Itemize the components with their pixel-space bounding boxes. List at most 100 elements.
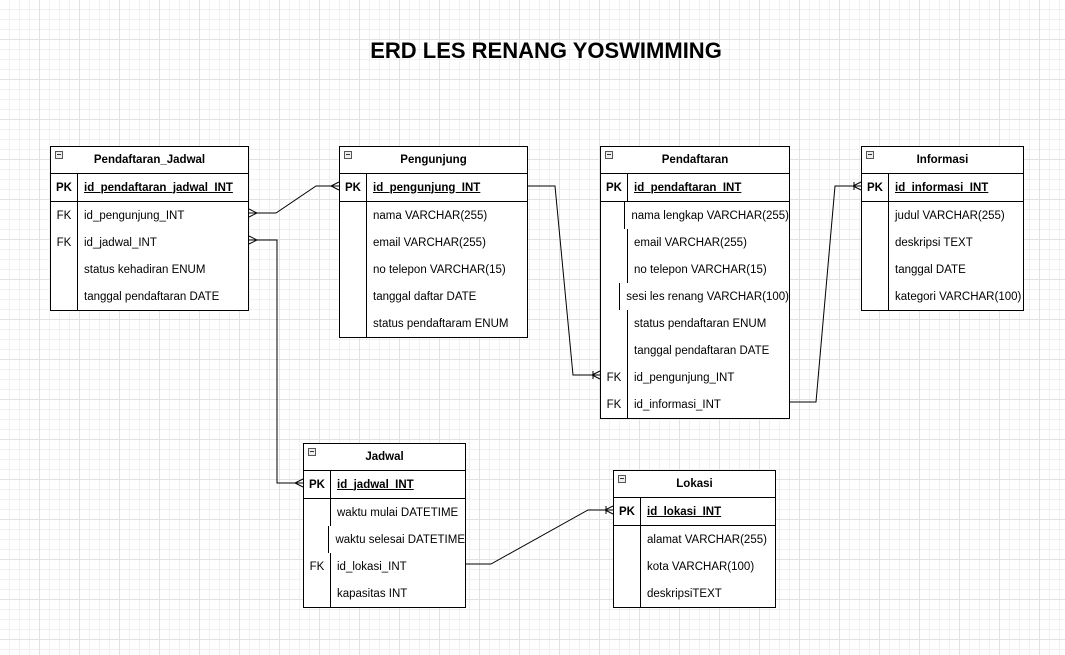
collapse-icon[interactable] xyxy=(605,151,613,159)
attribute-row[interactable]: waktu selesai DATETIME xyxy=(304,526,465,553)
attribute-row[interactable]: kota VARCHAR(100) xyxy=(614,553,775,580)
attribute-text: alamat VARCHAR(255) xyxy=(647,533,767,546)
relationship-pendaftaran-informasi[interactable] xyxy=(790,181,862,403)
entity-pendaftaran-jadwal[interactable]: Pendaftaran_Jadwal PK id_pendaftaran_jadw… xyxy=(50,146,249,311)
attribute-text: id_jadwal_INT xyxy=(337,478,414,491)
entity-informasi[interactable]: Informasi PK id_informasi_INT judul VARCH… xyxy=(861,146,1024,311)
attribute-row[interactable]: PK id_informasi_INT xyxy=(862,174,1023,202)
attribute-row[interactable]: email VARCHAR(255) xyxy=(340,229,527,256)
key-label xyxy=(601,283,621,310)
attribute-row[interactable]: FK id_pengunjung_INT xyxy=(601,364,789,391)
attribute-text: waktu selesai DATETIME xyxy=(335,533,465,546)
collapse-icon[interactable] xyxy=(866,151,874,159)
attribute-text: id_lokasi_INT xyxy=(647,505,722,518)
collapse-icon[interactable] xyxy=(308,448,316,456)
attribute-row[interactable]: nama lengkap VARCHAR(255) xyxy=(601,202,789,229)
key-label xyxy=(51,283,78,310)
attribute-text: id_pendaftaran_jadwal_INT xyxy=(84,181,233,194)
key-label xyxy=(601,229,628,256)
attribute-text: nama VARCHAR(255) xyxy=(373,209,488,222)
key-label: PK xyxy=(51,174,78,201)
collapse-icon[interactable] xyxy=(344,151,352,159)
entity-header[interactable]: Jadwal xyxy=(304,444,465,471)
relationship-pendaftaran-jadwal-jadwal[interactable] xyxy=(248,235,304,488)
key-label xyxy=(601,202,626,229)
entity-header[interactable]: Pendaftaran xyxy=(601,147,789,174)
attribute-text: deskripsi TEXT xyxy=(895,236,973,249)
attribute-row[interactable]: sesi les renang VARCHAR(100) xyxy=(601,283,789,310)
attribute-row[interactable]: tanggal pendaftaran DATE xyxy=(601,337,789,364)
attribute-text: id_pendaftaran_INT xyxy=(634,181,742,194)
relationship-pendaftaran-jadwal-pengunjung[interactable] xyxy=(248,181,340,218)
attribute-row[interactable]: tanggal daftar DATE xyxy=(340,283,527,310)
entity-header[interactable]: Lokasi xyxy=(614,471,775,498)
key-label: PK xyxy=(340,174,367,201)
attribute-row[interactable]: no telepon VARCHAR(15) xyxy=(340,256,527,283)
key-label: FK xyxy=(51,202,78,229)
attribute-row[interactable]: nama VARCHAR(255) xyxy=(340,202,527,229)
attribute-text: email VARCHAR(255) xyxy=(634,236,747,249)
attribute-row[interactable]: kategori VARCHAR(100) xyxy=(862,283,1023,310)
attribute-row[interactable]: kapasitas INT xyxy=(304,580,465,607)
attribute-row[interactable]: tanggal DATE xyxy=(862,256,1023,283)
key-label: FK xyxy=(601,364,628,391)
attribute-text: tanggal pendaftaran DATE xyxy=(634,344,770,357)
attribute-row[interactable]: deskripsiTEXT xyxy=(614,580,775,607)
attribute-row[interactable]: status pendaftaram ENUM xyxy=(340,310,527,337)
key-label xyxy=(601,310,628,337)
attribute-row[interactable]: tanggal pendaftaran DATE xyxy=(51,283,248,310)
key-label xyxy=(862,256,889,283)
attribute-row[interactable]: email VARCHAR(255) xyxy=(601,229,789,256)
key-label xyxy=(601,256,628,283)
key-label xyxy=(862,283,889,310)
entity-header[interactable]: Pendaftaran_Jadwal xyxy=(51,147,248,174)
key-label xyxy=(340,256,367,283)
key-label xyxy=(304,580,331,607)
attribute-row[interactable]: no telepon VARCHAR(15) xyxy=(601,256,789,283)
attribute-row[interactable]: alamat VARCHAR(255) xyxy=(614,526,775,553)
attribute-row[interactable]: PK id_pendaftaran_jadwal_INT xyxy=(51,174,248,202)
attribute-row[interactable]: waktu mulai DATETIME xyxy=(304,499,465,526)
relationship-jadwal-lokasi[interactable] xyxy=(466,505,614,565)
key-label xyxy=(614,526,641,553)
key-label xyxy=(601,337,628,364)
attribute-text: waktu mulai DATETIME xyxy=(337,506,459,519)
attribute-text: id_pengunjung_INT xyxy=(634,371,735,384)
key-label xyxy=(340,283,367,310)
attribute-row[interactable]: FK id_pengunjung_INT xyxy=(51,202,248,229)
attribute-text: kategori VARCHAR(100) xyxy=(895,290,1022,303)
entity-title: Pendaftaran xyxy=(661,154,729,166)
relationship-pengunjung-pendaftaran[interactable] xyxy=(528,185,601,380)
key-label: PK xyxy=(862,174,889,201)
attribute-text: kapasitas INT xyxy=(337,587,408,600)
attribute-text: id_pengunjung_INT xyxy=(84,209,185,222)
key-label: FK xyxy=(601,391,628,418)
attribute-row[interactable]: judul VARCHAR(255) xyxy=(862,202,1023,229)
key-label: FK xyxy=(51,229,78,256)
key-label xyxy=(304,526,330,553)
attribute-text: kota VARCHAR(100) xyxy=(647,560,755,573)
attribute-row[interactable]: status pendaftaran ENUM xyxy=(601,310,789,337)
collapse-icon[interactable] xyxy=(55,151,63,159)
key-label xyxy=(614,580,641,607)
attribute-text: id_informasi_INT xyxy=(895,181,989,194)
entity-title: Jadwal xyxy=(365,451,404,463)
attribute-text: id_lokasi_INT xyxy=(337,560,407,573)
entity-header[interactable]: Pengunjung xyxy=(340,147,527,174)
entity-header[interactable]: Informasi xyxy=(862,147,1023,174)
collapse-icon[interactable] xyxy=(618,475,626,483)
diagram-title: ERD LES RENANG YOSWIMMING xyxy=(370,38,722,63)
attribute-row[interactable]: deskripsi TEXT xyxy=(862,229,1023,256)
attribute-row[interactable]: status kehadiran ENUM xyxy=(51,256,248,283)
